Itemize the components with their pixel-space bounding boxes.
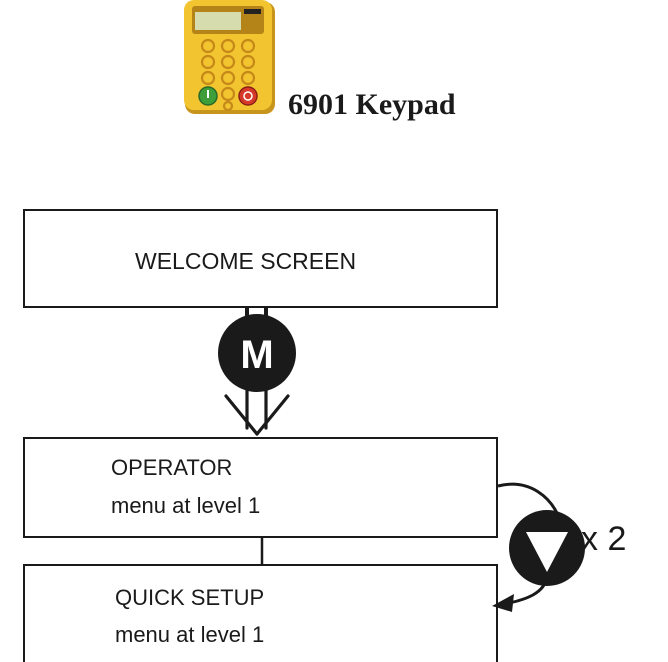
- keypad-title: 6901 Keypad: [288, 88, 456, 121]
- keypad-6901-image: [184, 0, 275, 114]
- welcome-screen-label: WELCOME SCREEN: [135, 248, 357, 274]
- menu-key-label: M: [240, 333, 273, 377]
- operator-menu-level: menu at level 1: [111, 493, 261, 518]
- quick-setup-level: menu at level 1: [115, 622, 265, 647]
- curved-arrow-operator-to-quick: [497, 482, 562, 607]
- quick-setup-title: QUICK SETUP: [115, 585, 265, 610]
- operator-menu-box: OPERATOR menu at level 1: [23, 437, 498, 538]
- down-triangle-icon: [509, 510, 585, 586]
- double-arrow-down: [224, 386, 290, 436]
- welcome-screen-box: WELCOME SCREEN: [23, 209, 498, 308]
- repeat-count-label: x 2: [581, 520, 627, 558]
- operator-menu-title: OPERATOR: [111, 455, 233, 480]
- connector-welcome-to-menu: [245, 308, 268, 318]
- quick-setup-menu-box: QUICK SETUP menu at level 1: [23, 564, 498, 662]
- menu-key-icon: M: [218, 314, 296, 392]
